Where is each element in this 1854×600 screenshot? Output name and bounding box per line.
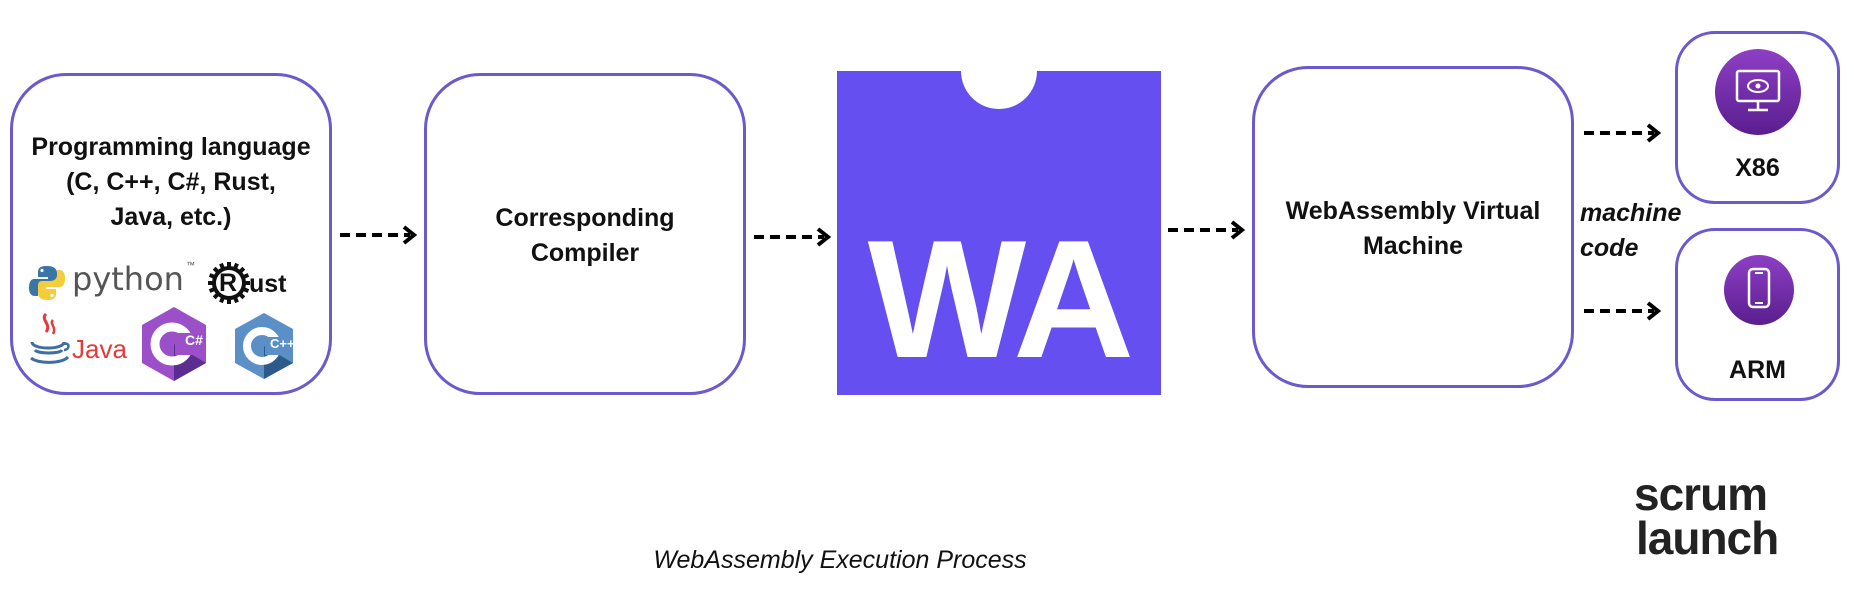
- target-x86-box: X86: [1675, 31, 1840, 204]
- cpp-hexagon-icon: [235, 313, 293, 379]
- machine-code-label: machine code: [1580, 199, 1682, 262]
- source-language-title: Programming language: [31, 133, 311, 161]
- python-icon: [29, 266, 65, 300]
- compiler-box: Corresponding Compiler: [424, 73, 746, 395]
- cpp-logo: C++: [233, 311, 295, 381]
- virtual-machine-label: WebAssembly Virtual Machine: [1285, 197, 1541, 260]
- arrow-wasm-to-vm: [1168, 220, 1246, 240]
- csharp-logo: C#: [139, 305, 209, 383]
- java-cup-icon: [30, 312, 70, 364]
- rust-r-letter: R: [219, 269, 238, 297]
- cpp-symbol: C++: [270, 336, 295, 351]
- webassembly-logo-notch: [961, 71, 1037, 109]
- arrow-source-to-compiler: [340, 225, 418, 245]
- rust-gear-icon: [208, 262, 250, 304]
- python-logo: python ™: [28, 260, 198, 306]
- target-arm-label: ARM: [1729, 356, 1786, 384]
- brand-line-2: launch: [1636, 512, 1779, 564]
- webassembly-logo: WA: [837, 71, 1161, 395]
- python-wordmark: python: [72, 260, 184, 298]
- arrow-vm-to-x86: [1584, 123, 1662, 143]
- source-language-subtitle: (C, C++, C#, Rust, Java, etc.): [66, 168, 276, 231]
- scrumlaunch-logo: scrum launch: [1634, 468, 1814, 564]
- python-trademark: ™: [186, 260, 195, 270]
- target-x86-label: X86: [1735, 154, 1780, 182]
- arrow-compiler-to-wasm: [754, 227, 832, 247]
- smartphone-icon: [1724, 255, 1794, 325]
- diagram-caption: WebAssembly Execution Process: [653, 546, 1027, 574]
- java-logo: Java: [26, 310, 127, 368]
- csharp-symbol: C#: [185, 332, 203, 348]
- virtual-machine-box: WebAssembly Virtual Machine: [1252, 66, 1574, 388]
- compiler-label: Corresponding Compiler: [495, 204, 675, 267]
- csharp-hexagon-icon: [142, 307, 206, 381]
- monitor-icon: [1715, 49, 1801, 135]
- brand-line-1: scrum: [1634, 468, 1768, 520]
- rust-logo: R ust: [207, 261, 307, 305]
- java-wordmark: Java: [72, 334, 127, 364]
- webassembly-logo-text: WA: [867, 205, 1135, 393]
- rust-wordmark: ust: [249, 270, 287, 298]
- target-arm-box: ARM: [1675, 228, 1840, 401]
- arrow-vm-to-arm: [1584, 301, 1662, 321]
